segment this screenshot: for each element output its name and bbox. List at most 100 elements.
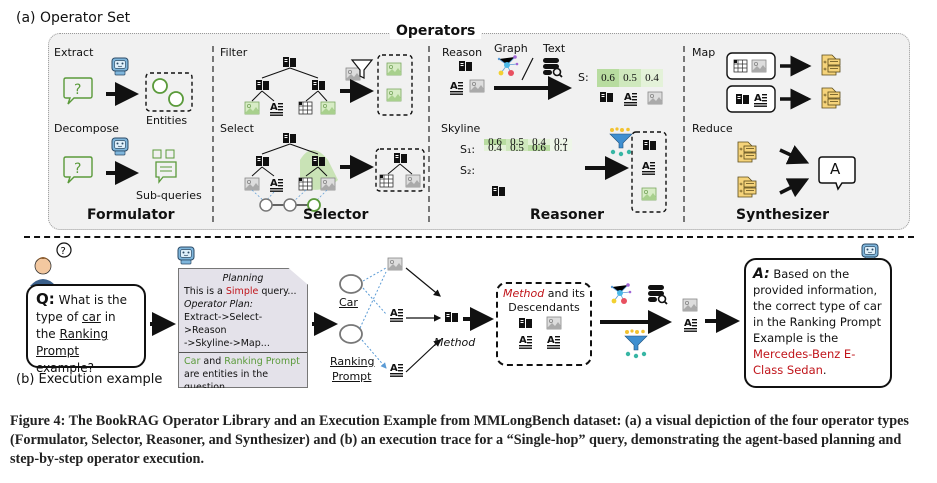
score-label: S:: [578, 71, 589, 84]
score-cell: 0.4: [528, 137, 550, 148]
entity-circle: [152, 78, 168, 94]
filter-result-box: [377, 54, 413, 116]
plan-simple: Simple: [225, 286, 259, 297]
exec-funnel-icon: [624, 328, 648, 359]
entity-ranking-node: [339, 324, 363, 344]
entity-ranking-label-1: Ranking: [330, 355, 375, 368]
question-prefix: Q:: [36, 290, 55, 308]
score-cell: 0.4: [641, 69, 663, 87]
reduce-arrow-2: [779, 178, 810, 198]
extract-question-icon: [63, 77, 93, 105]
retrieved-text-icon: [390, 308, 403, 322]
text-search-icon: [542, 57, 563, 78]
descendants-box: Method and its Descendants: [496, 282, 592, 366]
decompose-question-icon: [63, 156, 93, 184]
question-part: example?: [36, 361, 95, 375]
question-part: in the: [36, 310, 116, 341]
select-result-box: [375, 148, 425, 192]
map-output-paper: [821, 87, 841, 109]
select-label: Select: [220, 122, 254, 135]
slash: [521, 57, 534, 81]
score-cell: 0.2: [550, 137, 572, 148]
score-cell: 0.6: [484, 137, 506, 148]
score-cell: 0.5: [619, 69, 641, 87]
answer-text: Based on the provided information, the c…: [753, 267, 882, 345]
svg-text:?: ?: [61, 246, 66, 257]
entity-link-lines: [359, 267, 386, 368]
graph-icon: [497, 54, 519, 77]
desc-rest: and its Descendants: [508, 287, 586, 314]
answer-prefix: A:: [753, 266, 770, 282]
skyline-book-icon: [492, 186, 505, 196]
answer-bubble-icon: [818, 156, 856, 191]
retrieved-image-icon: [387, 257, 403, 271]
reduce-input-paper: [737, 141, 757, 163]
divider-1: [212, 46, 214, 222]
exec-text-icon: [684, 318, 697, 332]
divider-2: [428, 46, 430, 222]
plan-divider: [179, 352, 307, 353]
reason-label: Reason: [442, 46, 483, 59]
reduce-input-paper: [737, 176, 757, 198]
exec-image-icon: [682, 298, 698, 312]
answer-highlight: Mercedes-Benz E-Class Sedan: [753, 347, 856, 377]
plan-entity-car: Car: [184, 356, 201, 367]
plan-operator-label: Operator Plan:: [184, 299, 253, 310]
method-book-icon: [445, 312, 458, 322]
graph-label: Graph: [494, 42, 528, 55]
text2-to-method-arrow: [405, 339, 441, 373]
s1-label: S₁:: [460, 143, 476, 156]
entity-car-label: Car: [339, 296, 358, 309]
filter-funnel-icon: [345, 59, 374, 81]
map-input-box-2: [726, 85, 776, 113]
answer-glyph: A: [830, 160, 841, 178]
question-part: What is the type of: [36, 293, 128, 324]
operators-label: Operators: [390, 23, 482, 39]
select-tree: [244, 133, 336, 212]
skyline-label: Skyline: [441, 122, 481, 135]
question-box: Q: What is the type of car in the Rankin…: [26, 284, 146, 375]
score-cell: 0.1: [550, 143, 572, 154]
decompose-label: Decompose: [54, 122, 119, 135]
plan-text: This is a: [184, 286, 226, 297]
score-cell: 0.5: [506, 143, 528, 154]
reduce-arrow-1: [779, 145, 810, 165]
score-cell: 0.5: [506, 137, 528, 148]
score-cell: 0.6: [528, 143, 550, 154]
extract-label: Extract: [54, 46, 94, 59]
question-entity-ranking: Ranking Prompt: [36, 327, 109, 358]
skyline-funnel-icon: [609, 126, 633, 157]
divider-3: [683, 46, 685, 222]
exec-text-search-icon: [647, 284, 668, 305]
plan-text: are entities in the question...: [184, 369, 269, 393]
map-input-box-1: [726, 52, 776, 80]
method-label: Method: [434, 336, 476, 349]
score-cell: 0.6: [597, 69, 619, 87]
reasoner-title: Reasoner: [530, 207, 605, 223]
entity-circle: [168, 91, 184, 107]
plan-steps-2: ->Skyline->Map...: [184, 338, 270, 349]
question-entity-car: car: [82, 310, 101, 324]
entity-car-node: [339, 274, 363, 294]
subqueries-icon: [152, 149, 177, 184]
plan-steps-1: Extract->Select->Reason: [184, 312, 263, 336]
map-output-paper: [821, 54, 841, 76]
retrieved-text-icon: [390, 363, 403, 377]
plan-text: query...: [258, 286, 297, 297]
entities-label: Entities: [146, 114, 188, 127]
plan-text: and: [200, 356, 225, 367]
entity-ranking-label-2: Prompt: [332, 370, 372, 383]
user-avatar-icon: ?: [30, 242, 72, 286]
formulator-title: Formulator: [87, 207, 175, 223]
extract-robot-icon: [111, 57, 129, 76]
image-to-method-arrow: [405, 267, 441, 297]
panel-a-title: (a) Operator Set: [16, 10, 131, 26]
decompose-robot-icon: [111, 137, 129, 156]
skyline-result-box: [631, 131, 667, 213]
figure-caption: Figure 4: The BookRAG Operator Library a…: [10, 413, 909, 467]
reason-book-icon: [459, 61, 472, 71]
answer-end: .: [822, 363, 827, 377]
